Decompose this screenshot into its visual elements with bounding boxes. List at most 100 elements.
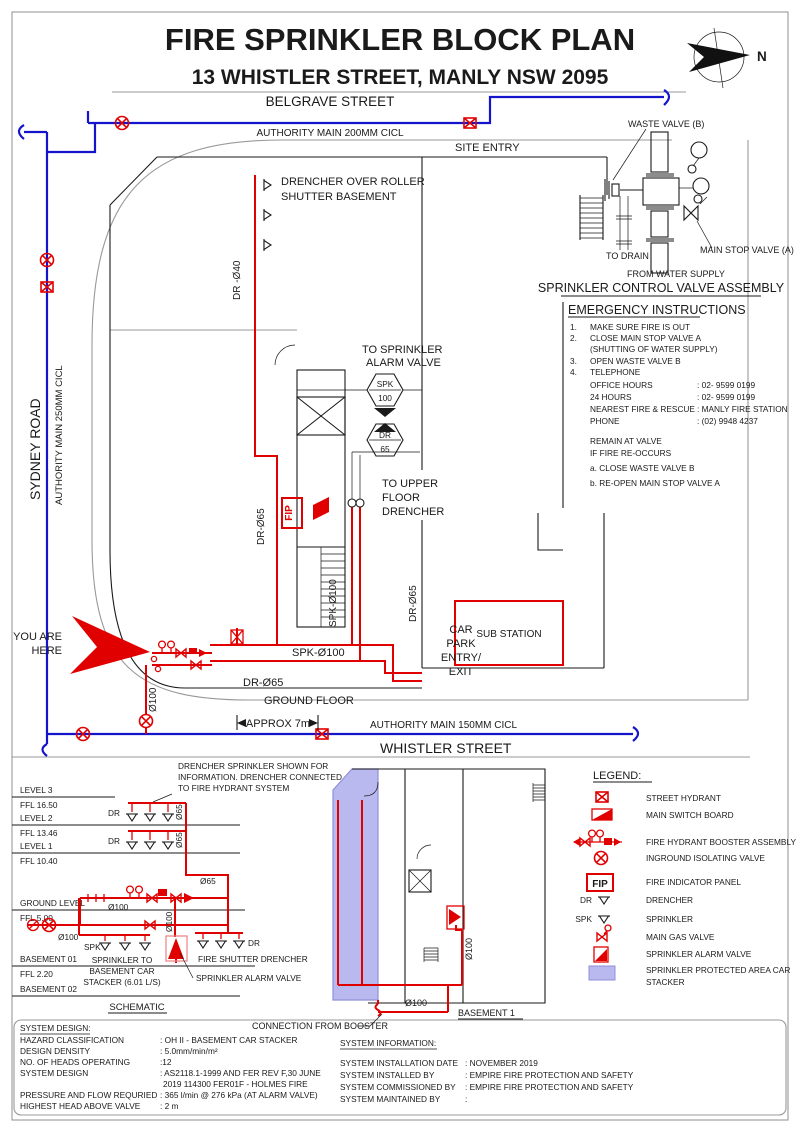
- you-are-here-line2: HERE: [31, 645, 62, 657]
- entry-stairs: [579, 195, 604, 240]
- legend-sprinkler-alarm-valve: SPRINKLER ALARM VALVE: [646, 949, 752, 959]
- ground-level-ffl: FFL 5.00: [20, 913, 53, 923]
- svg-text:1.: 1.: [570, 322, 577, 332]
- basement1-walls: [352, 768, 546, 1004]
- dr-065-label: DR-Ø65: [243, 677, 283, 689]
- sprinkler-icon: [118, 942, 132, 951]
- main-switch-board-icon: [313, 497, 329, 520]
- fire-hydrant-booster-assembly-icon: [573, 829, 622, 847]
- legend-street-hydrant: STREET HYDRANT: [646, 793, 721, 803]
- fire-indicator-panel-icon: FIP: [281, 497, 303, 529]
- svg-text:SPK: SPK: [377, 379, 394, 389]
- level-1-label: LEVEL 1: [20, 841, 53, 851]
- street-hydrant-icon: [595, 791, 609, 803]
- svg-text:100: 100: [378, 393, 392, 403]
- drencher-icon: [196, 940, 210, 949]
- svg-text:65: 65: [380, 444, 390, 454]
- sprinkler-alarm-valve-label: SPRINKLER ALARM VALVE: [196, 973, 302, 983]
- to-drain-label: TO DRAIN: [606, 251, 649, 261]
- you-are-here-line1: YOU ARE: [13, 631, 62, 643]
- schematic-dr-l2: DR: [108, 808, 120, 818]
- basement1-piping: [337, 800, 465, 1017]
- dr-065-core-label: DR-Ø65: [256, 508, 267, 545]
- drencher-icon: [143, 841, 157, 850]
- svg-text:: AS2118.1-1999 AND FER REV F,: : AS2118.1-1999 AND FER REV F,30 JUNE: [160, 1068, 321, 1078]
- sprinkler-to-line3: STACKER (6.01 L/S): [83, 977, 161, 987]
- svg-text:PHONE: PHONE: [590, 416, 620, 426]
- approx-7m-dimension: APPROX 7m: [236, 715, 319, 730]
- legend-sprinkler: SPRINKLER: [646, 914, 693, 924]
- schematic-note-line2: INFORMATION. DRENCHER CONNECTED: [178, 772, 342, 782]
- inground-isolating-valve-icon: [593, 850, 609, 866]
- car-stacker-protected-area: [332, 768, 379, 1001]
- drencher-note-line1: DRENCHER OVER ROLLER: [281, 176, 425, 188]
- main-gas-valve-icon: [230, 629, 244, 645]
- svg-text:SYSTEM COMMISSIONED BY: SYSTEM COMMISSIONED BY: [340, 1082, 456, 1092]
- svg-text:DR: DR: [379, 430, 391, 440]
- alarm-valve-leader: [179, 952, 194, 979]
- legend-car-stacker-line2: STACKER: [646, 977, 685, 987]
- legend-heading: LEGEND:: [593, 770, 641, 782]
- sprinkler-alarm-valve-icon: [593, 946, 609, 963]
- schematic-booster-icon: [26, 885, 194, 933]
- car-stacker-area-icon: [588, 965, 616, 981]
- basement-01-label: BASEMENT 01: [20, 954, 77, 964]
- level-3-ffl: FFL 16.50: [20, 800, 58, 810]
- legend-spk-prefix: SPK: [575, 914, 592, 924]
- svg-text:SYSTEM INSTALLATION DATE: SYSTEM INSTALLATION DATE: [340, 1058, 458, 1068]
- svg-text:SYSTEM MAINTAINED BY: SYSTEM MAINTAINED BY: [340, 1094, 441, 1104]
- legend-main-gas-valve: MAIN GAS VALVE: [646, 932, 715, 942]
- svg-text:: EMPIRE FIRE PROTECTION AND S: : EMPIRE FIRE PROTECTION AND SAFETY: [465, 1070, 634, 1080]
- level-2-label: LEVEL 2: [20, 813, 53, 823]
- main-switch-board-icon: [591, 808, 613, 821]
- spk-0100-label: SPK-Ø100: [292, 647, 345, 659]
- schematic-o100-street: Ø100: [58, 932, 79, 942]
- svg-text:N: N: [757, 49, 767, 64]
- legend-drencher: DRENCHER: [646, 895, 693, 905]
- legend-main-switch-board: MAIN SWITCH BOARD: [646, 810, 734, 820]
- spk-0100-stair-label: SPK-Ø100: [328, 579, 339, 627]
- emergency-heading: EMERGENCY INSTRUCTIONS: [568, 303, 746, 317]
- site-entry-label: SITE ENTRY: [455, 142, 520, 154]
- assembly-heading: SPRINKLER CONTROL VALVE ASSEMBLY: [538, 281, 785, 295]
- street-whistler-label: WHISTLER STREET: [380, 740, 512, 756]
- svg-text:: OH II - BASEMENT CAR STACKER: : OH II - BASEMENT CAR STACKER: [160, 1035, 298, 1045]
- system-design-heading: SYSTEM DESIGN:: [20, 1023, 91, 1033]
- car-park-line4: EXIT: [449, 666, 474, 678]
- emergency-instructions-list: 1. MAKE SURE FIRE IS OUT 2. CLOSE MAIN S…: [570, 322, 788, 488]
- north-compass-icon: N: [687, 27, 767, 89]
- car-park-line1: CAR: [449, 624, 472, 636]
- level-3-label: LEVEL 3: [20, 785, 53, 795]
- svg-text:: 5.0mm/min/m²: : 5.0mm/min/m²: [160, 1046, 218, 1056]
- authority-main-150-label: AUTHORITY MAIN 150MM CICL: [370, 720, 517, 731]
- drencher-icon: [143, 813, 157, 822]
- svg-text:SYSTEM INSTALLED BY: SYSTEM INSTALLED BY: [340, 1070, 435, 1080]
- fire-shutter-drencher-label: FIRE SHUTTER DRENCHER: [198, 954, 308, 964]
- fire-piping: [145, 175, 422, 734]
- page-subtitle: 13 WHISTLER STREET, MANLY NSW 2095: [192, 66, 609, 89]
- svg-text:(SHUTTING OF WATER SUPPLY): (SHUTTING OF WATER SUPPLY): [590, 344, 718, 354]
- svg-text:: 02- 9599 0199: : 02- 9599 0199: [697, 380, 756, 390]
- legend-booster-assembly: FIRE HYDRANT BOOSTER ASSEMBLY: [646, 837, 796, 847]
- from-water-supply-label: FROM WATER SUPPLY: [627, 269, 725, 279]
- svg-text:REMAIN AT VALVE: REMAIN AT VALVE: [590, 436, 662, 446]
- svg-text:: 365 l/min @ 276 kPa (AT ALAR: : 365 l/min @ 276 kPa (AT ALARM VALVE): [160, 1090, 318, 1100]
- basement1-o100-pipe: Ø100: [464, 938, 474, 960]
- ground-level-label: GROUND LEVEL: [20, 898, 85, 908]
- dr-065-carpark-label: DR-Ø65: [408, 585, 419, 622]
- drencher-icon: [161, 841, 175, 850]
- svg-text:IF FIRE RE-OCCURS: IF FIRE RE-OCCURS: [590, 448, 672, 458]
- schematic-o100-main: Ø100: [108, 902, 129, 912]
- drencher-icon: [214, 940, 228, 949]
- building-core: [274, 344, 346, 628]
- sub-station-label: SUB STATION: [476, 629, 541, 640]
- street-sydney-road-label: SYDNEY ROAD: [27, 398, 43, 500]
- schematic-note-leader: [152, 793, 173, 803]
- schematic-note-line1: DRENCHER SPRINKLER SHOWN FOR: [178, 761, 328, 771]
- svg-text:OPEN WASTE VALVE B: OPEN WASTE VALVE B: [590, 356, 681, 366]
- car-park-line2: PARK: [446, 638, 476, 650]
- to-upper-line1: TO UPPER: [382, 478, 438, 490]
- svg-text:a. CLOSE WASTE VALVE B: a. CLOSE WASTE VALVE B: [590, 463, 695, 473]
- legend-inground-valve: INGROUND ISOLATING VALVE: [646, 853, 765, 863]
- inground-isolating-valve-icon: [138, 713, 154, 729]
